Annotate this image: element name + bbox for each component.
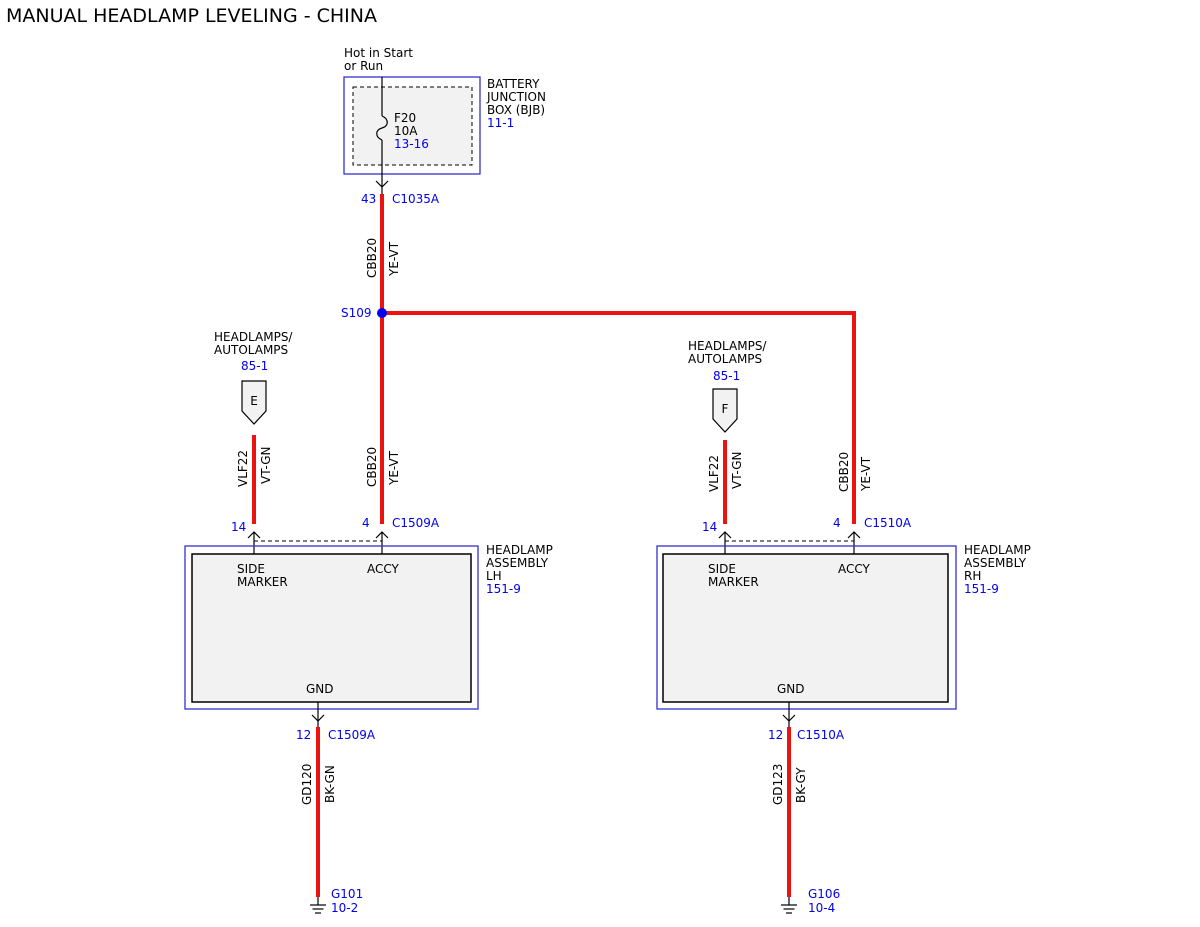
lh-ref-line1: HEADLAMPS/ (214, 330, 293, 344)
wire-gd120-circuit: GD120 (300, 764, 314, 805)
ground-icon (310, 904, 326, 914)
bjb-frame (343, 76, 481, 175)
lh-side-pin: 14 (231, 520, 246, 534)
rh-gnd-arrow-icon (782, 714, 796, 722)
bjb-name-line1: BATTERY (487, 77, 540, 91)
rh-assembly-frame (656, 545, 957, 710)
lh-side-marker-line1: SIDE (237, 562, 265, 576)
rh-ref-line1: HEADLAMPS/ (688, 339, 767, 353)
rh-ref[interactable]: 151-9 (964, 582, 999, 596)
lh-accy-label: ACCY (367, 562, 400, 576)
wire-cbb20-rh-circuit: CBB20 (837, 452, 851, 492)
rh-ref-page[interactable]: 85-1 (713, 369, 740, 383)
lh-connector-flag-icon[interactable] (241, 380, 267, 425)
power-source-line1: Hot in Start (344, 46, 413, 60)
fuse-rating: 10A (394, 124, 418, 138)
bjb-ref[interactable]: 11-1 (487, 116, 514, 130)
rh-gnd-pin: 12 (768, 728, 783, 742)
bjb-inner[interactable] (352, 86, 473, 166)
power-source-line2: or Run (344, 59, 383, 73)
splice-label[interactable]: S109 (341, 306, 372, 320)
lh-gnd-arrow-icon (311, 714, 325, 722)
rh-ground-name[interactable]: G106 (808, 887, 840, 901)
rh-side-marker-line2: MARKER (708, 575, 759, 589)
lh-name-line1: HEADLAMP (486, 543, 553, 557)
fuse-ref[interactable]: 13-16 (394, 137, 429, 151)
lh-gnd-connector[interactable]: C1509A (328, 728, 376, 742)
bjb-name-line3: BOX (BJB) (487, 103, 545, 117)
wire-vlf22-lh-color: VT-GN (259, 447, 273, 484)
lh-ground-name[interactable]: G101 (331, 887, 363, 901)
wire-cbb20-feed-circuit: CBB20 (365, 238, 379, 278)
lh-ground-ref[interactable]: 10-2 (331, 901, 358, 915)
wire-cbb20-feed-color: YE-VT (387, 241, 401, 277)
wire-vlf22-rh-color: VT-GN (730, 452, 744, 489)
lh-ref-line2: AUTOLAMPS (214, 343, 288, 357)
lh-ref-page[interactable]: 85-1 (241, 359, 268, 373)
fuse-icon (376, 115, 388, 141)
fuse-name: F20 (394, 111, 416, 125)
rh-name-line1: HEADLAMP (964, 543, 1031, 557)
wire-gd120-color: BK-GN (323, 765, 337, 803)
rh-side-marker-line1: SIDE (708, 562, 736, 576)
rh-name-line3: RH (964, 569, 981, 583)
lh-accy-pin: 4 (362, 516, 370, 530)
wire-cbb20-lh-circuit: CBB20 (365, 447, 379, 487)
rh-accy-label: ACCY (838, 562, 871, 576)
lh-assembly-box[interactable] (191, 553, 472, 703)
wire-vlf22-rh-circuit: VLF22 (707, 455, 721, 492)
wire-vlf22-lh-circuit: VLF22 (236, 450, 250, 487)
lh-gnd-label: GND (306, 682, 334, 696)
lh-name-line3: LH (486, 569, 502, 583)
ground-icon (781, 904, 797, 914)
rh-ground-ref[interactable]: 10-4 (808, 901, 835, 915)
splice-s109-dot[interactable] (377, 308, 387, 318)
lh-side-marker-line2: MARKER (237, 575, 288, 589)
rh-connector-flag-icon[interactable] (712, 388, 738, 433)
rh-side-pin: 14 (702, 520, 717, 534)
wire-cbb20-rh-color: YE-VT (859, 456, 873, 492)
wire-cbb20-lh-color: YE-VT (387, 450, 401, 486)
rh-gnd-label: GND (777, 682, 805, 696)
lh-ref-letter: E (250, 394, 258, 408)
lh-ref[interactable]: 151-9 (486, 582, 521, 596)
lh-gnd-pin: 12 (296, 728, 311, 742)
rh-ref-line2: AUTOLAMPS (688, 352, 762, 366)
rh-ref-letter: F (722, 402, 729, 416)
bjb-name-line2: JUNCTION (486, 90, 546, 104)
wire-cbb20-rh[interactable] (382, 311, 856, 524)
lh-name-line2: ASSEMBLY (486, 556, 549, 570)
wire-gd123-color: BK-GY (794, 767, 808, 803)
rh-connector[interactable]: C1510A (864, 516, 912, 530)
rh-name-line2: ASSEMBLY (964, 556, 1027, 570)
lh-assembly-frame (184, 545, 479, 710)
rh-accy-pin: 4 (833, 516, 841, 530)
lh-connector[interactable]: C1509A (392, 516, 440, 530)
page-title: MANUAL HEADLAMP LEVELING - CHINA (6, 5, 377, 27)
bjb-pin: 43 (361, 192, 376, 206)
rh-assembly-box[interactable] (662, 553, 949, 703)
rh-gnd-connector[interactable]: C1510A (797, 728, 845, 742)
bjb-connector[interactable]: C1035A (392, 192, 440, 206)
wire-gd123-circuit: GD123 (771, 764, 785, 805)
